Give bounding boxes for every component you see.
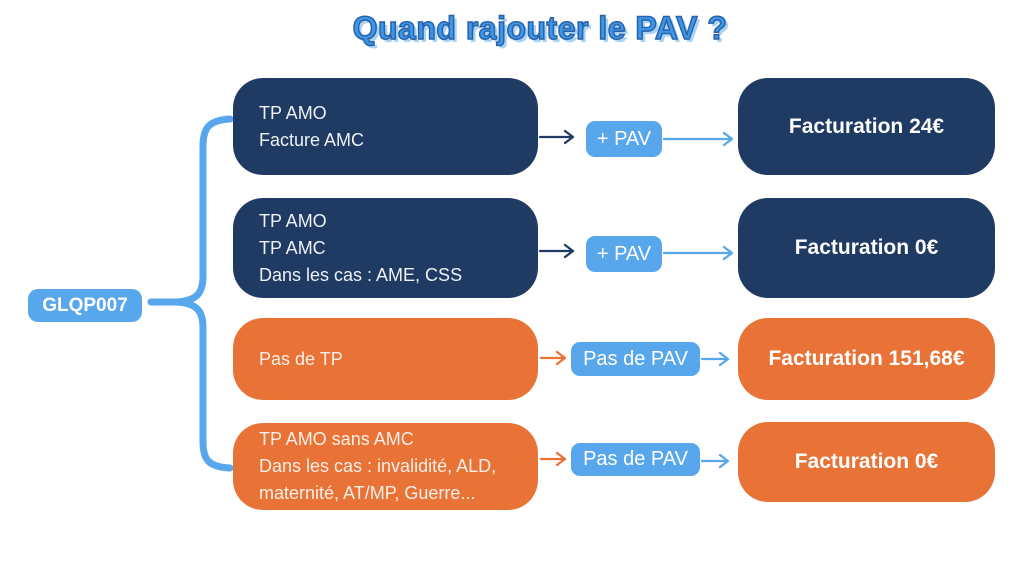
condition-line: TP AMO sans AMC (259, 429, 414, 449)
arrow-row2-right (662, 245, 734, 261)
arrow-row3-left (539, 350, 567, 366)
pav-pill-row2: + PAV (586, 236, 662, 272)
result-box-row2: Facturation 0€ (738, 198, 995, 298)
condition-line: Pas de TP (259, 348, 343, 369)
condition-line: Dans les cas : AME, CSS (259, 264, 463, 285)
pav-pill-row4: Pas de PAV (571, 443, 700, 476)
condition-line: maternité, AT/MP, Guerre... (259, 483, 476, 503)
condition-box-row4: TP AMO sans AMC Dans les cas : invalidit… (233, 423, 538, 510)
condition-line: TP AMC (259, 237, 326, 258)
pav-pill-row3: Pas de PAV (571, 342, 700, 376)
code-badge: GLQP007 (28, 289, 142, 322)
arrow-row1-right (662, 131, 734, 147)
condition-box-row3: Pas de TP (233, 318, 538, 400)
condition-box-row1: TP AMO Facture AMC (233, 78, 538, 175)
arrow-row1-left (538, 129, 575, 145)
arrow-row2-left (538, 243, 575, 259)
condition-line: TP AMO (259, 210, 327, 231)
condition-box-row2: TP AMO TP AMC Dans les cas : AME, CSS (233, 198, 538, 298)
brace-connector (175, 115, 234, 472)
result-box-row4: Facturation 0€ (738, 422, 995, 502)
condition-line: Dans les cas : invalidité, ALD, (259, 456, 497, 476)
arrow-row4-left (539, 451, 567, 467)
result-box-row1: Facturation 24€ (738, 78, 995, 175)
page-title: Quand rajouter le PAV ? (352, 9, 728, 47)
arrow-row3-right (700, 351, 730, 367)
result-box-row3: Facturation 151,68€ (738, 318, 995, 400)
condition-line: TP AMO (259, 102, 327, 123)
pav-pill-row1: + PAV (586, 121, 662, 157)
condition-line: Facture AMC (259, 129, 365, 150)
arrow-row4-right (700, 453, 730, 469)
